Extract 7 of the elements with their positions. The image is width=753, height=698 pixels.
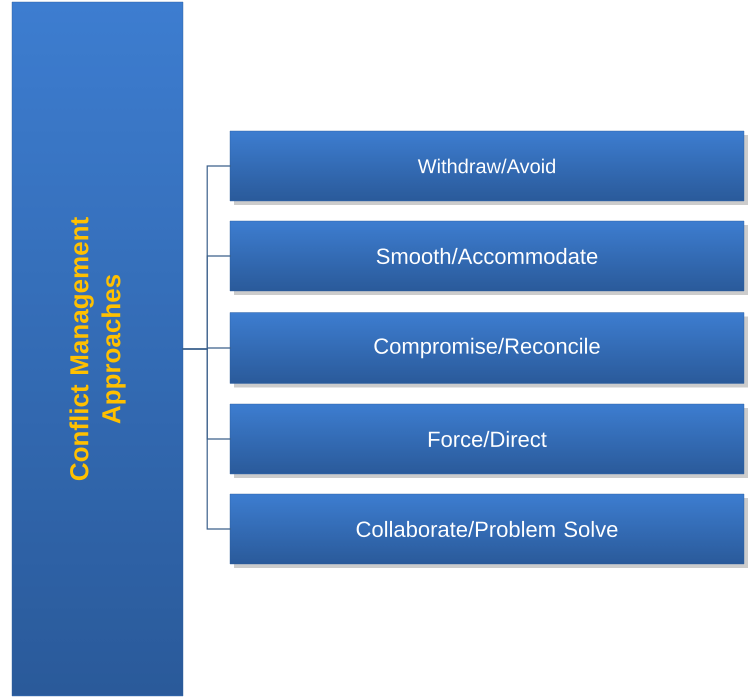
title-bar: Conflict Management Approaches — [12, 2, 184, 696]
approach-box: Withdraw/Avoid — [230, 130, 744, 202]
connector-line — [182, 348, 231, 530]
approach-box: Compromise/Reconcile — [230, 312, 744, 384]
approach-box: Smooth/Accommodate — [230, 220, 744, 292]
approach-box: Force/Direct — [230, 404, 744, 474]
approach-box: Collaborate/Problem Solve — [230, 494, 744, 564]
